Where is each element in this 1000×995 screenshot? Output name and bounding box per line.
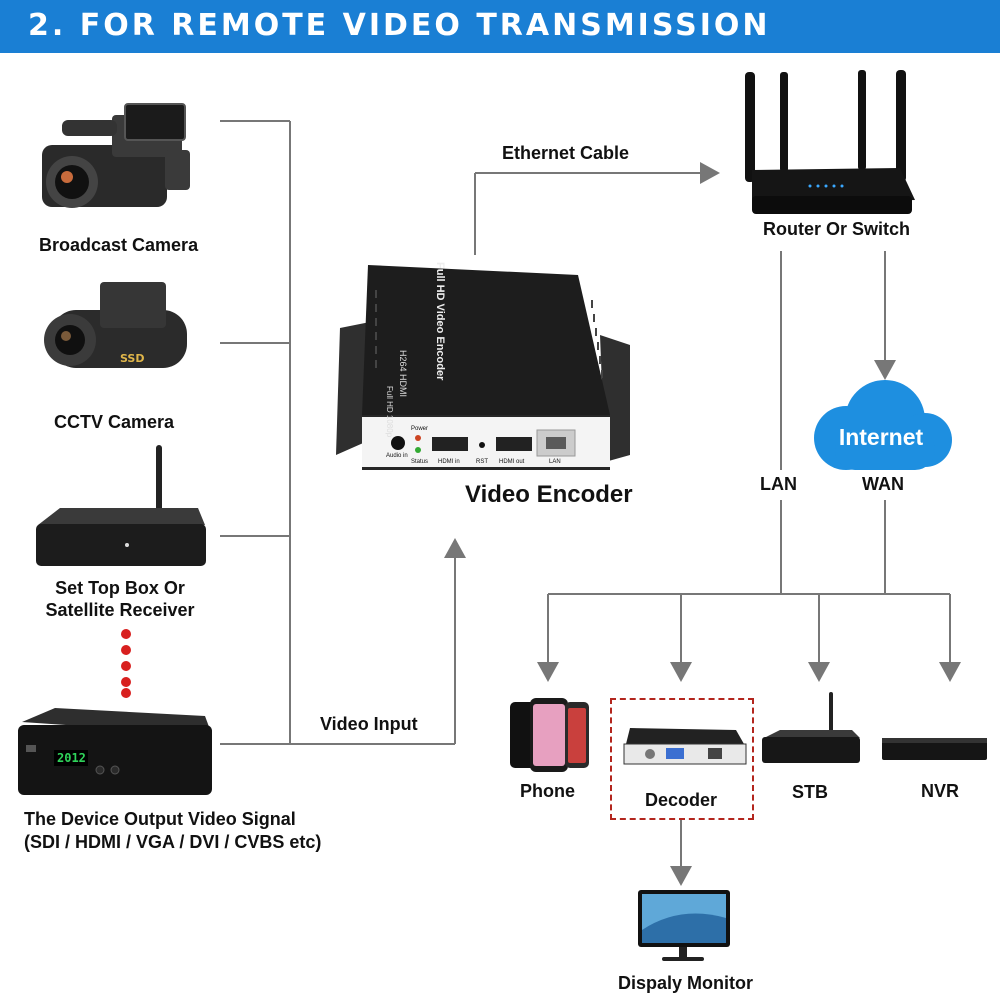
internet-cloud-icon xyxy=(814,380,952,470)
cctv-camera-icon: SSD xyxy=(44,282,187,368)
nvr-label: NVR xyxy=(921,781,960,801)
video-encoder-icon xyxy=(336,265,630,470)
encoder-model-text: Full HD Video Encoder xyxy=(434,262,446,381)
port-status-label: Status xyxy=(411,459,429,465)
continuation-dot xyxy=(121,629,131,639)
monitor-icon xyxy=(638,890,730,961)
ethernet-cable-label: Ethernet Cable xyxy=(502,143,630,163)
svg-text:SSD: SSD xyxy=(120,352,144,365)
phone-icon xyxy=(510,698,589,772)
set-top-box-label-line1: Set Top Box Or xyxy=(55,578,185,598)
nvr-icon xyxy=(882,738,987,760)
port-hdmi-out-label: HDMI out xyxy=(499,459,525,465)
port-lan-label: LAN xyxy=(549,459,561,465)
continuation-dot xyxy=(121,688,131,698)
broadcast-camera-label: Broadcast Camera xyxy=(39,235,199,255)
router-label: Router Or Switch xyxy=(763,219,911,239)
encoder-badge-text: Full HD 1080p xyxy=(385,386,394,438)
device-output-label-line2: (SDI / HDMI / VGA / DVI / CVBS etc) xyxy=(24,832,322,852)
port-rst-label: RST xyxy=(476,459,488,465)
video-encoder-label: Video Encoder xyxy=(465,481,633,508)
port-hdmi-in-label: HDMI in xyxy=(438,459,460,465)
device-output-label-line1: The Device Output Video Signal xyxy=(24,809,296,829)
phone-label: Phone xyxy=(520,781,576,801)
monitor-label: Dispaly Monitor xyxy=(618,973,754,993)
device-output-icon xyxy=(18,708,212,795)
device-display-readout: 2012 xyxy=(57,751,86,765)
internet-label: Internet xyxy=(838,424,924,450)
lan-label: LAN xyxy=(760,474,797,494)
encoder-top-text: Full HD Video Encoder xyxy=(430,262,450,412)
stb-icon xyxy=(762,692,860,763)
port-power-label: Power xyxy=(411,426,429,432)
decoder-icon xyxy=(623,728,747,765)
router-icon xyxy=(745,70,915,214)
banner-title: 2. FOR REMOTE VIDEO TRANSMISSION xyxy=(28,8,771,43)
decoder-label: Decoder xyxy=(645,790,718,810)
continuation-dot xyxy=(121,677,131,687)
title-banner: 2. FOR REMOTE VIDEO TRANSMISSION xyxy=(0,0,1000,53)
continuation-dot xyxy=(121,645,131,655)
port-audio-label: Audio in xyxy=(386,453,408,459)
set-top-box-icon xyxy=(36,445,206,566)
stb-label: STB xyxy=(792,782,828,802)
video-input-label: Video Input xyxy=(320,714,418,734)
broadcast-camera-icon xyxy=(42,103,190,208)
set-top-box-label-line2: Satellite Receiver xyxy=(45,600,195,620)
wan-label: WAN xyxy=(862,474,904,494)
continuation-dot xyxy=(121,661,131,671)
decoder-highlight-box xyxy=(610,698,754,820)
encoder-codec-text: H264 HDMI xyxy=(398,350,408,398)
cctv-camera-label: CCTV Camera xyxy=(54,412,175,432)
